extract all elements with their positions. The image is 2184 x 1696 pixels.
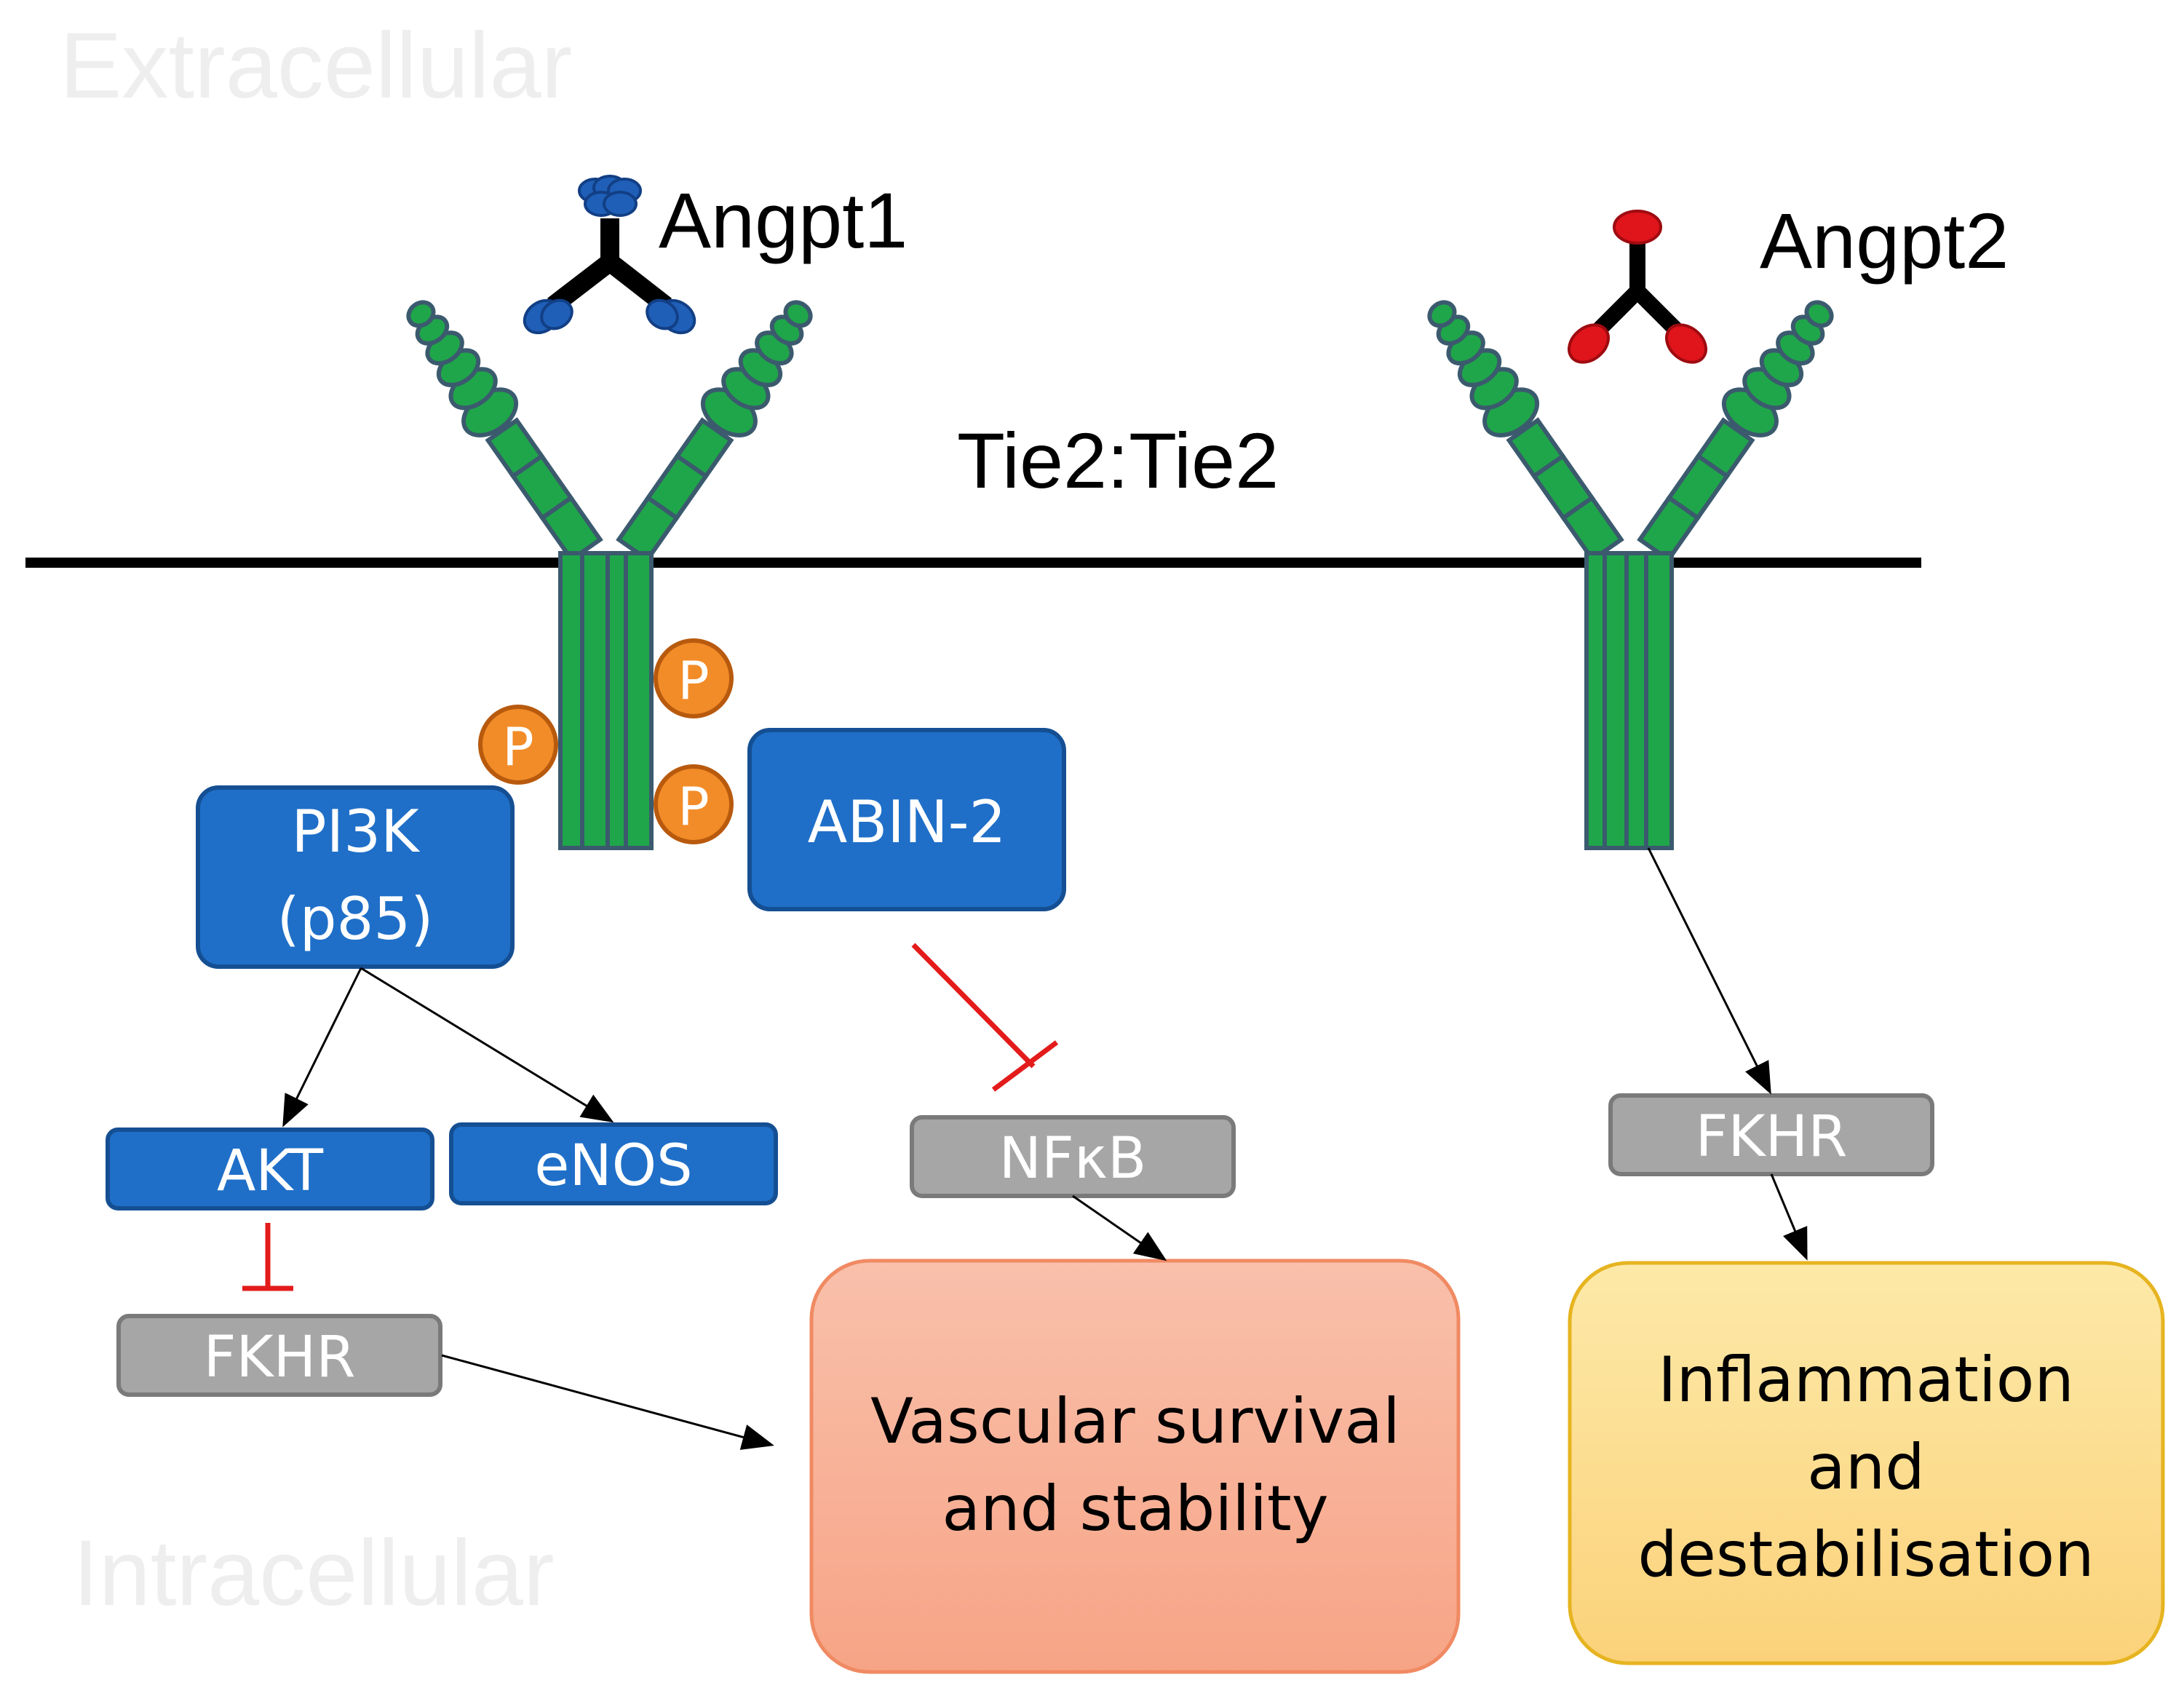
fkhr-left-label: FKHR — [204, 1325, 356, 1390]
inflam-label-line2: and — [1807, 1431, 1925, 1504]
phospho-site-2: P — [478, 705, 558, 785]
pi3k-node: PI3K (p85) — [196, 785, 515, 969]
phospho-label: P — [678, 776, 709, 837]
inhibit-abin2-nfkb — [911, 943, 1059, 1092]
tie2-ectodomain-right-arm — [1630, 288, 1849, 566]
outcome-vascular-survival: Vascular survival and stability — [809, 1259, 1461, 1674]
phospho-label: P — [678, 650, 709, 711]
tie2-ectodomain-right-arm — [609, 288, 828, 566]
tie2-transmembrane-left — [558, 551, 654, 850]
arrow-fkhr-to-inflammation — [1770, 1173, 1808, 1261]
fkhr-right-label: FKHR — [1696, 1104, 1848, 1170]
nfkb-label: NFκB — [999, 1126, 1147, 1192]
enos-label: eNOS — [534, 1133, 692, 1199]
tie2-dimer-label: Tie2:Tie2 — [957, 416, 1279, 504]
akt-label: AKT — [217, 1138, 323, 1204]
phospho-label: P — [502, 716, 533, 777]
arrow-tie2-to-fkhr — [1647, 847, 1771, 1095]
angpt1-ligand-icon — [523, 175, 696, 335]
tie2-ectodomain-left-arm — [391, 288, 610, 566]
angpt2-label: Angpt2 — [1760, 197, 2009, 285]
tie2-receptor-left — [391, 288, 828, 850]
arrow-pi3k-to-akt — [282, 967, 362, 1128]
arrow-nfkb-to-survival — [1072, 1194, 1167, 1261]
fkhr-node-left: FKHR — [116, 1314, 442, 1397]
nfkb-node: NFκB — [910, 1115, 1236, 1198]
akt-node: AKT — [106, 1128, 434, 1210]
phospho-site-1: P — [654, 638, 734, 718]
phospho-site-3: P — [654, 764, 734, 844]
enos-node: eNOS — [449, 1122, 778, 1205]
abin2-label: ABIN-2 — [808, 788, 1006, 856]
inhibit-akt-fkhr — [242, 1223, 293, 1291]
angpt2-ligand-icon — [1568, 210, 1707, 364]
outcome-inflammation: Inflammation and destabilisation — [1568, 1261, 2165, 1665]
arrow-pi3k-to-enos — [360, 967, 614, 1123]
arrow-fkhr-to-survival — [441, 1354, 774, 1450]
pi3k-label-line2: (p85) — [277, 885, 434, 953]
inflam-label-line3: destabilisation — [1637, 1518, 2094, 1591]
inflam-label-line1: Inflammation — [1658, 1344, 2074, 1416]
extracellular-label: Extracellular — [60, 14, 572, 118]
pi3k-label-line1: PI3K — [291, 798, 421, 865]
survival-label-line2: and stability — [942, 1473, 1328, 1545]
angpt1-label: Angpt1 — [659, 176, 908, 264]
tie2-receptor-right — [1412, 288, 1849, 850]
tie2-transmembrane-right — [1584, 551, 1674, 850]
fkhr-node-right: FKHR — [1608, 1093, 1934, 1176]
intracellular-label: Intracellular — [73, 1521, 555, 1625]
abin2-node: ABIN-2 — [747, 728, 1066, 911]
survival-label-line1: Vascular survival — [870, 1385, 1400, 1458]
